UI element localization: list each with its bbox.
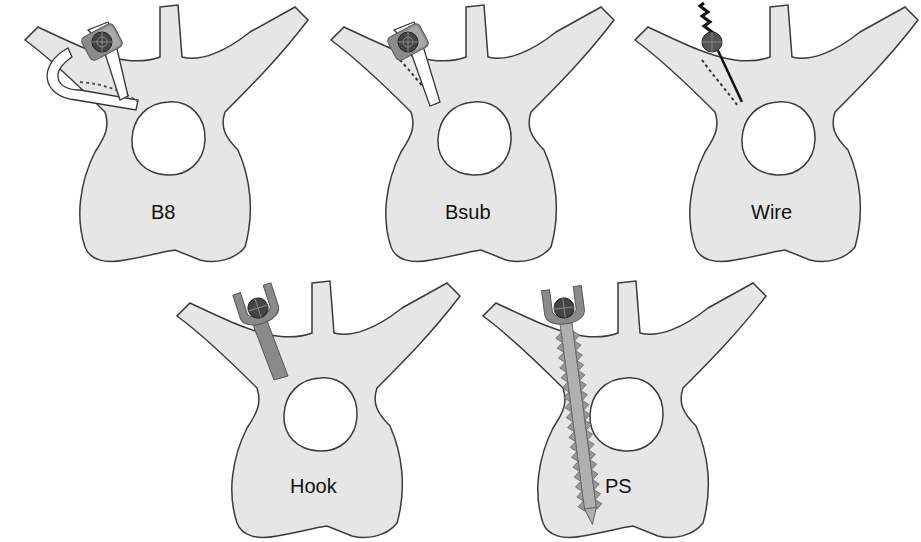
implant-label: B8 xyxy=(151,201,175,223)
b8-vertebra xyxy=(25,5,308,261)
implant-label: PS xyxy=(605,475,632,497)
ps-vertebra xyxy=(483,281,766,537)
implant-label: Wire xyxy=(751,201,792,223)
pedicle-screw xyxy=(542,286,613,527)
wire-vertebra xyxy=(635,3,918,261)
hook-vertebra xyxy=(177,281,460,537)
implant-label: Hook xyxy=(290,475,337,497)
implant-label: Bsub xyxy=(445,201,491,223)
bsub-vertebra xyxy=(331,5,614,261)
